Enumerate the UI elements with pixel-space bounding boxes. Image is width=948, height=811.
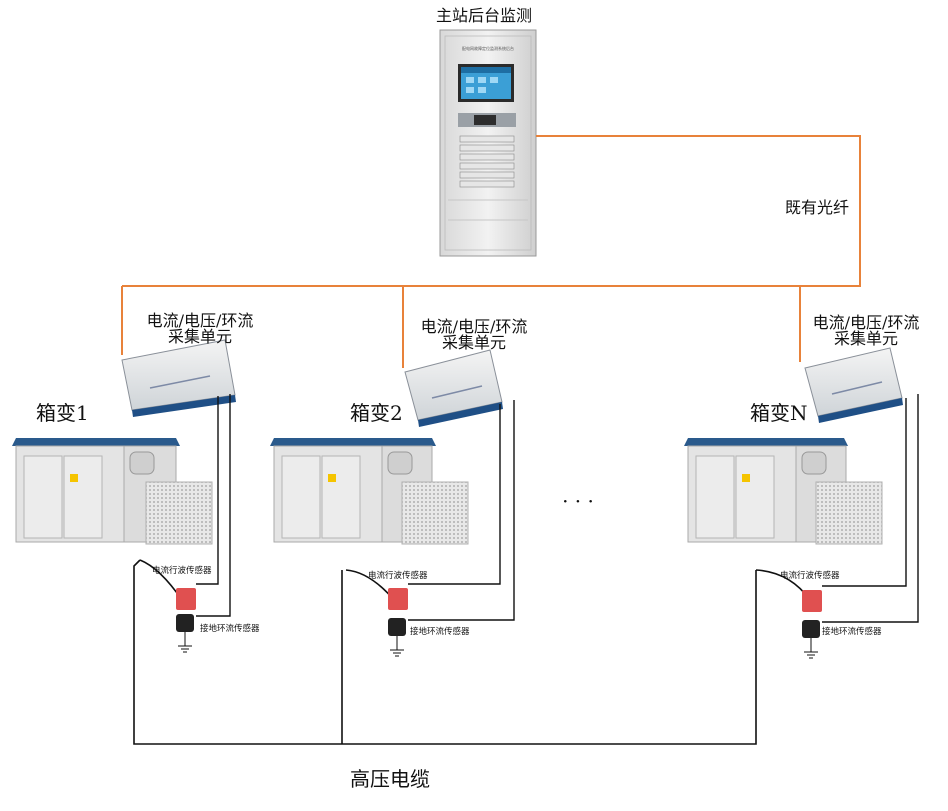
hv-cable-label: 高压电缆 — [350, 767, 430, 791]
sensor-assembly-n — [802, 590, 822, 659]
collector-label-2: 电流/电压/环流 — [421, 317, 528, 336]
station-name-n: 箱变N — [750, 401, 808, 425]
ground-loop-sensor-1 — [176, 614, 194, 632]
box-transformer-n — [684, 438, 883, 545]
current-wave-sensor-2 — [388, 588, 408, 610]
ground-loop-label-n: 接地环流传感器 — [822, 626, 882, 637]
ground-loop-label-1: 接地环流传感器 — [200, 623, 260, 634]
ground-loop-label-2: 接地环流传感器 — [410, 626, 470, 637]
collector-sublabel-n: 采集单元 — [834, 329, 898, 348]
hv-cable — [133, 559, 811, 745]
fiber-label: 既有光纤 — [785, 198, 849, 217]
server-title: 主站后台监测 — [436, 6, 532, 25]
cabinet-nameplate: 配电网故障定位监测系统后台 — [462, 45, 514, 51]
station-name-1: 箱变1 — [36, 401, 89, 425]
collector-sublabel-2: 采集单元 — [442, 333, 506, 352]
collector-unit-n — [804, 347, 903, 423]
current-wave-label-2: 电流行波传感器 — [368, 570, 428, 581]
ground-loop-sensor-2 — [388, 618, 406, 636]
station-name-2: 箱变2 — [350, 401, 403, 425]
current-wave-label-1: 电流行波传感器 — [152, 565, 212, 576]
current-wave-label-n: 电流行波传感器 — [780, 570, 840, 581]
server-cabinet: 配电网故障定位监测系统后台 — [439, 29, 537, 257]
box-transformer-2 — [270, 438, 469, 545]
sensor-assembly-1 — [176, 588, 196, 653]
collector-label-n: 电流/电压/环流 — [813, 313, 920, 332]
current-wave-sensor-n — [802, 590, 822, 612]
box-transformer-1 — [12, 438, 213, 545]
collector-unit-1 — [121, 339, 236, 417]
collector-unit-2 — [404, 349, 503, 427]
sensor-assembly-2 — [388, 588, 408, 657]
collector-sublabel-1: 采集单元 — [168, 327, 232, 346]
collector-label-1: 电流/电压/环流 — [147, 311, 254, 330]
signal-wires — [196, 394, 919, 623]
current-wave-sensor-1 — [176, 588, 196, 610]
fiber-network — [121, 135, 861, 368]
ellipsis: · · · — [562, 489, 594, 513]
ground-loop-sensor-n — [802, 620, 820, 638]
